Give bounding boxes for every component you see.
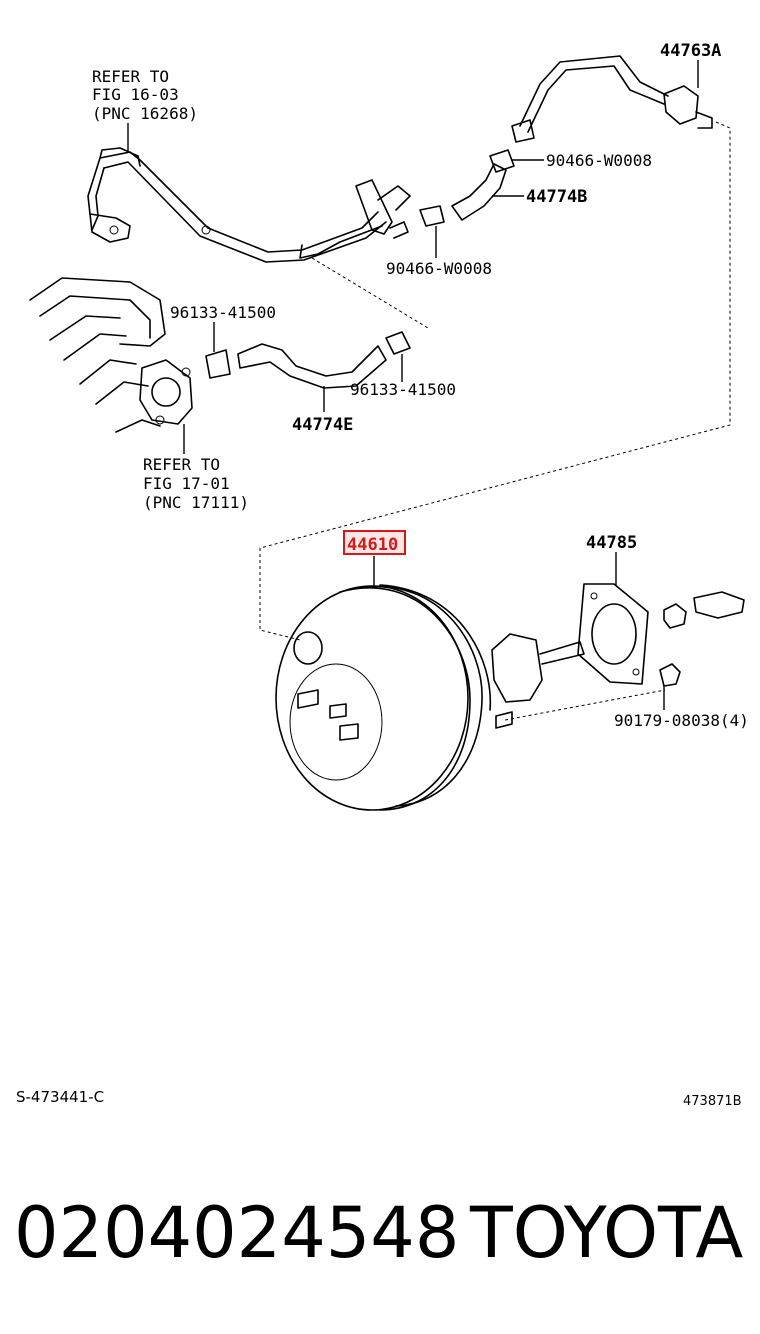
vacuum-pipe-assembly (87, 147, 411, 263)
refer-top-line3: (PNC 16268) (92, 104, 198, 123)
leader-lines (127, 60, 699, 710)
footer-brand: TOYOTA (470, 1192, 744, 1274)
nuts-and-clevis (659, 591, 745, 687)
engine-block-fragment (29, 277, 193, 433)
part-labels: REFER TO FIG 16-03 (PNC 16268) 44763A 90… (92, 41, 749, 730)
label-44774E: 44774E (292, 415, 353, 435)
code-left: S-473441-C (16, 1088, 104, 1106)
brake-booster-44610 (275, 584, 585, 811)
refer-top-line1: REFER TO (92, 67, 169, 86)
label-96133-a: 96133-41500 (170, 303, 276, 322)
check-valve-pipe (511, 55, 713, 143)
footer-part-number: 0204024548 (14, 1192, 460, 1274)
refer-top-line2: FIG 16-03 (92, 85, 179, 104)
label-90466-b: 90466-W0008 (386, 259, 492, 278)
code-right: 473871B (683, 1094, 742, 1109)
hose-44774B (419, 149, 515, 227)
label-44785: 44785 (586, 533, 637, 553)
refer-bottom-line2: FIG 17-01 (143, 474, 230, 493)
reference-dashed-lines (259, 121, 731, 721)
refer-bottom-line3: (PNC 17111) (143, 493, 249, 512)
label-44774B: 44774B (526, 187, 587, 207)
hose-44774E (205, 331, 411, 389)
label-44763A: 44763A (660, 41, 721, 61)
label-44610: 44610 (347, 535, 398, 555)
refer-bottom-line1: REFER TO (143, 455, 220, 474)
gasket-44785 (577, 583, 649, 685)
label-96133-b: 96133-41500 (350, 380, 456, 399)
label-90179: 90179-08038(4) (614, 711, 749, 730)
label-90466-a: 90466-W0008 (546, 151, 652, 170)
highlight-box-44610 (343, 530, 406, 555)
